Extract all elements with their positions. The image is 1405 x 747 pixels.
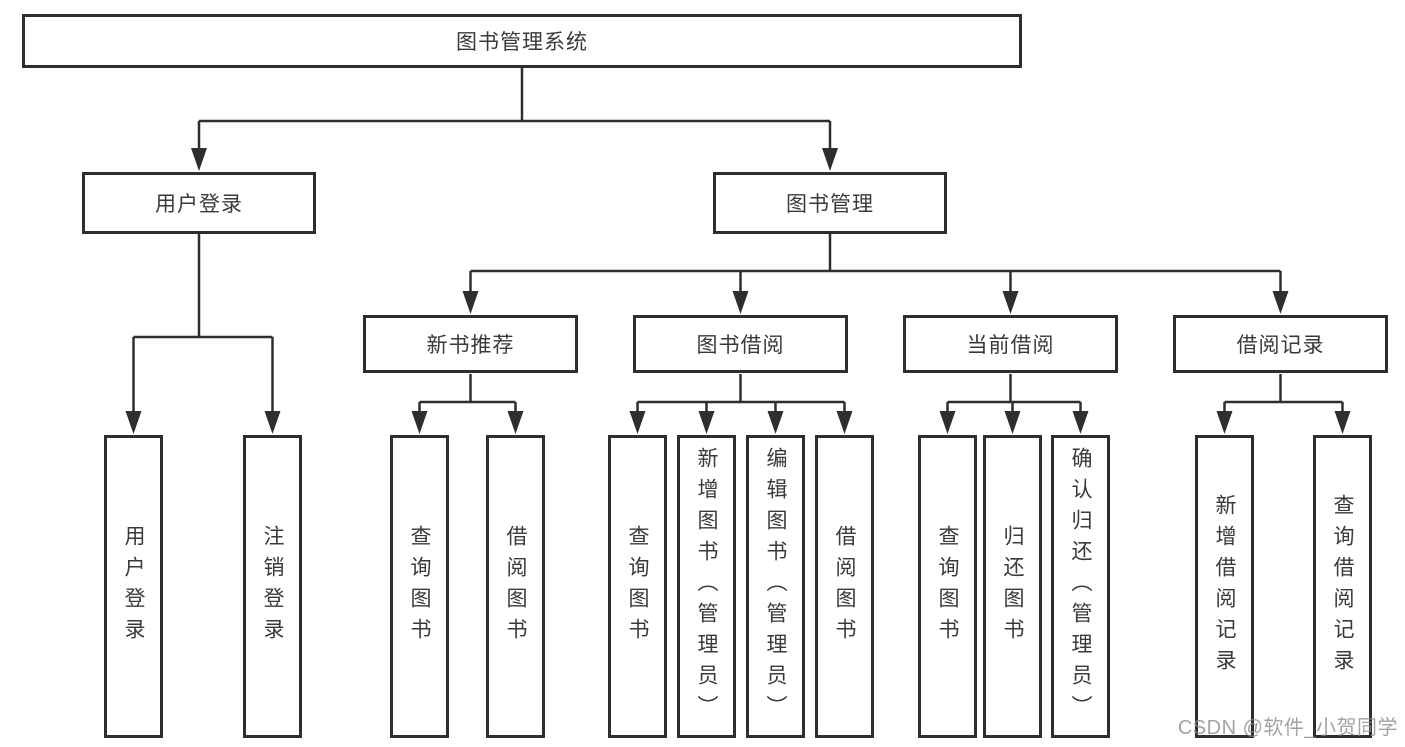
node-library-system: 图书管理系统 (22, 14, 1022, 68)
leaf-cb-query-books: 查询图书 (918, 435, 977, 738)
leaf-user-login-label: 用户登录 (122, 524, 145, 649)
leaf-bb-edit-books-admin-label: 编辑图书（管理员） (764, 447, 787, 726)
arrowheads (125, 148, 1351, 434)
leaf-logout-label: 注销登录 (261, 524, 284, 649)
leaf-bb-borrow-books-label: 借阅图书 (833, 524, 856, 649)
leaf-br-add-record-label: 新增借阅记录 (1213, 493, 1236, 680)
node-book-borrowing: 图书借阅 (633, 315, 848, 373)
node-new-book-recommend-label: 新书推荐 (426, 334, 515, 357)
node-borrow-records-label: 借阅记录 (1236, 334, 1325, 357)
leaf-cb-query-books-label: 查询图书 (936, 524, 959, 649)
leaf-user-login: 用户登录 (104, 435, 163, 738)
node-book-management: 图书管理 (713, 172, 947, 234)
leaf-nb-query-books: 查询图书 (390, 435, 449, 738)
node-borrow-records: 借阅记录 (1173, 315, 1388, 373)
node-user-login-label: 用户登录 (155, 193, 243, 216)
node-new-book-recommend: 新书推荐 (363, 315, 578, 373)
leaf-br-query-record-label: 查询借阅记录 (1331, 493, 1354, 680)
leaf-logout: 注销登录 (243, 435, 302, 738)
leaf-bb-query-books: 查询图书 (608, 435, 667, 738)
leaf-bb-add-books-admin: 新增图书（管理员） (677, 435, 736, 738)
leaf-bb-query-books-label: 查询图书 (626, 524, 649, 649)
node-current-borrowing: 当前借阅 (903, 315, 1118, 373)
leaf-br-query-record: 查询借阅记录 (1313, 435, 1372, 738)
leaf-bb-borrow-books: 借阅图书 (815, 435, 874, 738)
node-book-borrowing-label: 图书借阅 (696, 334, 785, 357)
node-library-system-label: 图书管理系统 (456, 31, 588, 54)
leaf-nb-query-books-label: 查询图书 (408, 524, 431, 649)
leaf-bb-add-books-admin-label: 新增图书（管理员） (695, 447, 718, 726)
node-current-borrowing-label: 当前借阅 (966, 334, 1055, 357)
leaf-nb-borrow-books-label: 借阅图书 (504, 524, 527, 649)
leaf-nb-borrow-books: 借阅图书 (486, 435, 545, 738)
leaf-cb-return-books: 归还图书 (983, 435, 1042, 738)
csdn-watermark: CSDN @软件_小贺同学 (1177, 717, 1398, 739)
leaf-bb-edit-books-admin: 编辑图书（管理员） (746, 435, 805, 738)
node-book-management-label: 图书管理 (786, 193, 874, 216)
leaf-cb-confirm-return-admin-label: 确认归还（管理员） (1069, 447, 1092, 726)
leaf-cb-return-books-label: 归还图书 (1001, 524, 1024, 649)
leaf-cb-confirm-return-admin: 确认归还（管理员） (1051, 435, 1110, 738)
node-user-login: 用户登录 (82, 172, 316, 234)
leaf-br-add-record: 新增借阅记录 (1195, 435, 1254, 738)
